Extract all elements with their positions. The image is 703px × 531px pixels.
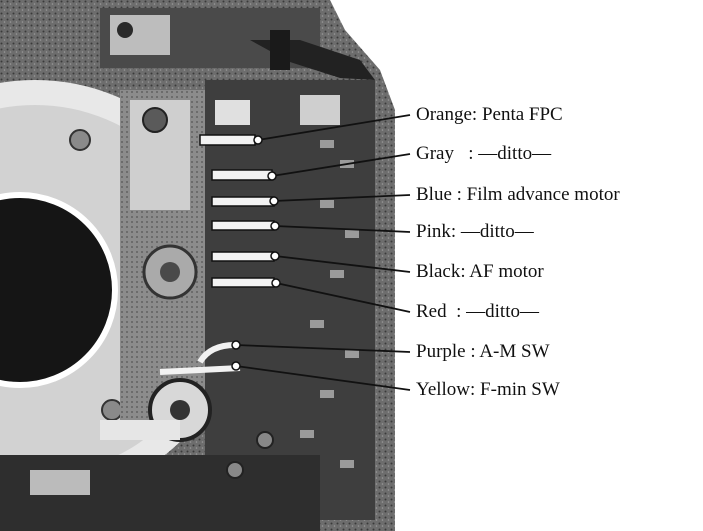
wire-end-marker [253, 135, 263, 145]
callout-red-label: Red : —ditto— [416, 301, 539, 322]
lower-wires [197, 342, 236, 364]
wire-end-marker [270, 251, 280, 261]
callout-black-label: Black: AF motor [416, 261, 544, 282]
wire-end-marker [269, 196, 279, 206]
callout-orange-label: Orange: Penta FPC [416, 104, 563, 125]
mirror-box-opening [0, 195, 115, 385]
callout-yellow-label: Yellow: F-min SW [416, 379, 560, 400]
callout-pink-label: Pink: —ditto— [416, 221, 534, 242]
wire-end-marker [267, 171, 277, 181]
mount-screw [101, 399, 123, 421]
wire-end-marker [270, 221, 280, 231]
wire-end-marker [271, 278, 281, 288]
wire-end-marker [231, 361, 241, 371]
circuit-board [205, 80, 375, 520]
callout-purple-label: Purple : A-M SW [416, 341, 550, 362]
callout-gray-label: Gray : —ditto— [416, 143, 552, 164]
mount-screw [69, 129, 91, 151]
callout-blue-label: Blue : Film advance motor [416, 184, 620, 205]
leader-lines [235, 114, 411, 391]
wire-end-marker [231, 340, 241, 350]
